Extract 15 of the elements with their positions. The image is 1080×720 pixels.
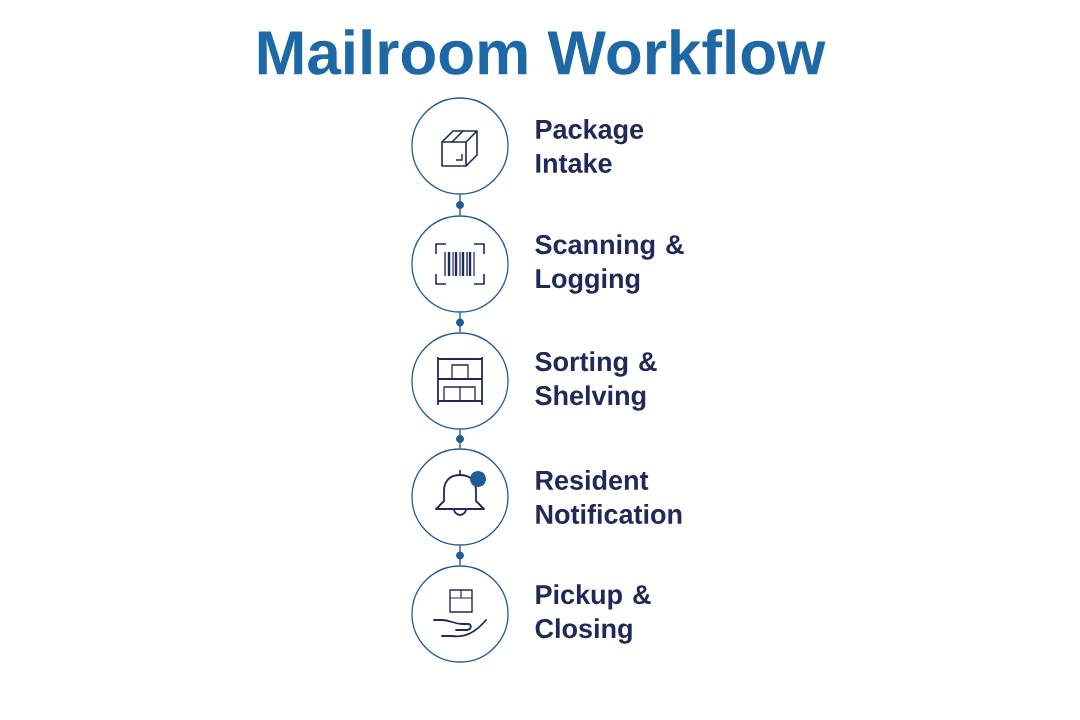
connector: [456, 193, 464, 217]
step-label: Sorting & Shelving: [535, 351, 657, 411]
step-circle: [411, 448, 509, 546]
step-circle: [411, 332, 509, 430]
step-label: Scanning & Logging: [535, 234, 684, 294]
step-label: Pickup & Closing: [535, 584, 651, 644]
connector: [456, 311, 464, 334]
step-circle: [411, 97, 509, 195]
step-circle: [411, 565, 509, 663]
title: Mailroom Workflow: [258, 29, 826, 75]
step-circle: [411, 215, 509, 313]
step-label: Package Intake: [536, 119, 644, 173]
step-label: Resident Notification: [536, 470, 682, 524]
connector: [456, 428, 464, 450]
connector: [456, 544, 464, 567]
